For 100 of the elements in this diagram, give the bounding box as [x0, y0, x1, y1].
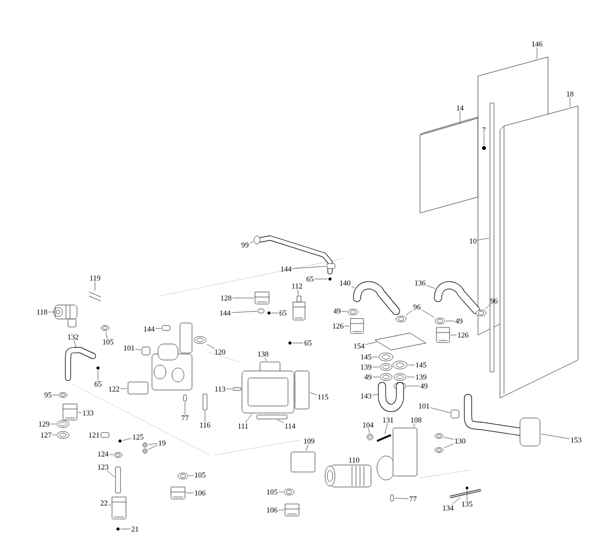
ring: [378, 352, 394, 362]
front-panel: [500, 106, 578, 398]
clip: [142, 346, 150, 356]
plug: [170, 486, 186, 500]
leader-line: [484, 304, 491, 310]
ring: [392, 360, 408, 370]
leader-line: [292, 266, 326, 269]
cylinder: [294, 370, 310, 410]
leader-line: [276, 419, 284, 424]
leader-line: [106, 470, 115, 478]
pipe-elbow: [353, 281, 400, 315]
spark-plug: [115, 466, 121, 494]
ring: [380, 363, 392, 371]
leader-line: [413, 423, 416, 428]
leader-line: [184, 402, 186, 415]
leader-line: [406, 310, 413, 316]
leader-line: [108, 504, 112, 506]
leader-line: [297, 289, 299, 296]
ring: [178, 472, 188, 480]
leader-line: [52, 394, 58, 396]
clip: [88, 292, 102, 302]
rod: [450, 488, 482, 498]
leader-line: [372, 356, 378, 358]
clip: [258, 308, 264, 314]
leader-line: [109, 454, 114, 455]
sensor: [202, 394, 208, 410]
leader-line: [120, 388, 128, 389]
leader-line: [341, 311, 348, 312]
leader-line: [310, 392, 317, 396]
screw: [118, 439, 122, 443]
pipe: [65, 347, 96, 381]
plate: [374, 332, 426, 350]
pump: [242, 370, 294, 414]
screw: [232, 388, 242, 390]
sensor: [292, 296, 306, 320]
valve: [290, 452, 316, 472]
leader-line: [188, 475, 194, 476]
cartridge: [324, 464, 372, 488]
ring: [56, 431, 70, 439]
leader-line: [78, 412, 82, 413]
leader-line: [106, 331, 108, 339]
clip: [326, 263, 336, 269]
leader-line: [368, 428, 370, 434]
base-plate: [256, 414, 288, 420]
screw: [466, 486, 468, 490]
valve: [53, 304, 78, 328]
leader-line: [351, 286, 356, 288]
screw: [328, 277, 332, 281]
leader-line: [148, 443, 158, 445]
fitting: [62, 404, 78, 420]
ring: [114, 452, 122, 458]
ring: [434, 318, 446, 324]
leader-line: [477, 238, 490, 240]
leader-line: [444, 437, 454, 440]
clip: [450, 410, 460, 418]
pipe: [254, 236, 332, 274]
leader-line: [406, 376, 415, 378]
leader-line: [452, 497, 461, 505]
leader-line: [264, 357, 267, 362]
leader-line: [372, 366, 380, 368]
screw: [288, 341, 292, 345]
leader-line: [444, 444, 454, 448]
pin: [376, 434, 392, 442]
leader-line: [306, 444, 308, 452]
leader-line: [421, 310, 434, 318]
screw: [96, 366, 100, 370]
ring: [394, 373, 406, 381]
leader-line: [249, 241, 254, 244]
leader-line: [292, 342, 304, 344]
ring: [434, 433, 444, 439]
leader-line: [206, 344, 215, 349]
screw: [116, 527, 120, 531]
filter: [128, 382, 148, 394]
ring: [434, 447, 444, 453]
leader-line: [540, 434, 570, 440]
leader-line: [450, 334, 457, 336]
leader-line: [245, 414, 252, 423]
leader-line: [408, 364, 415, 366]
siphon: [378, 382, 404, 412]
ring: [476, 310, 486, 316]
leader-line: [52, 434, 56, 436]
fitting: [436, 327, 450, 343]
pipe: [464, 394, 540, 446]
pipe-elbow: [434, 281, 480, 314]
leader-line: [384, 423, 388, 434]
leader-line: [536, 47, 538, 60]
screw: [267, 311, 271, 315]
ring: [366, 434, 374, 440]
ring: [56, 420, 70, 428]
leader-line: [226, 388, 232, 390]
leader-line: [186, 492, 194, 494]
leader-line: [426, 285, 436, 289]
ring: [142, 448, 148, 454]
leader-line: [120, 528, 131, 530]
fitting: [350, 318, 364, 334]
ring: [100, 325, 110, 331]
leader-line: [365, 342, 378, 345]
ring: [348, 308, 358, 316]
leader-line: [122, 438, 132, 441]
ring: [194, 336, 206, 344]
